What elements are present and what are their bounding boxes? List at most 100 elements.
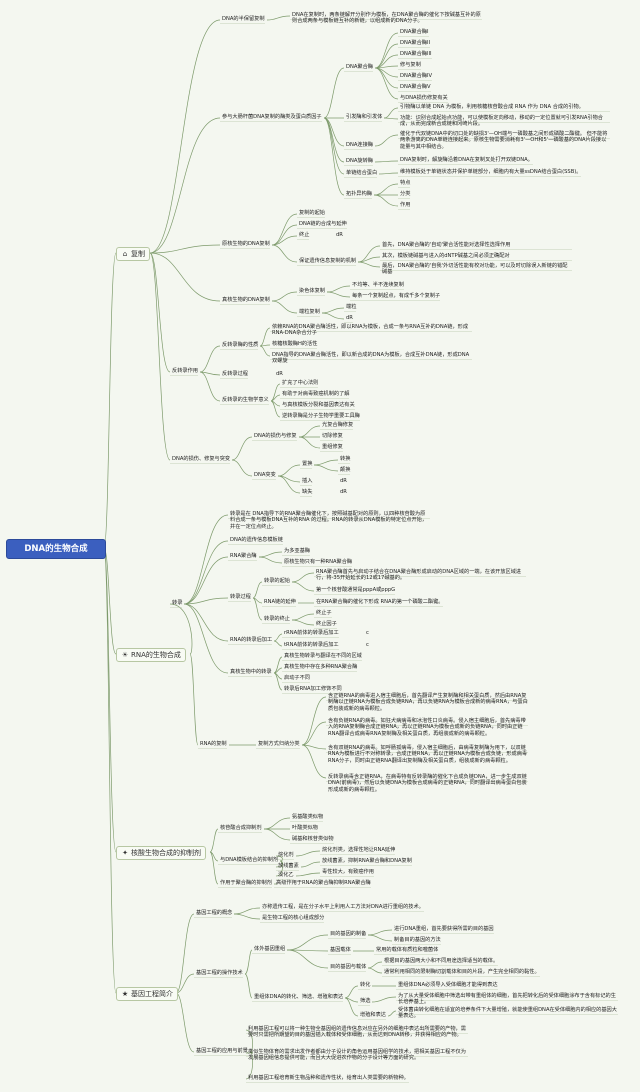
node-n107[interactable]: 毒性较大，有致癌作用 — [322, 869, 374, 875]
node-n88[interactable]: 真核生物中存在多种RNA聚合酶 — [284, 664, 358, 670]
node-n16[interactable]: 催化于代双链DNA中的切口处的缺损3'—OH端与一磷酸基之间形成磷酸二酯键。 但… — [400, 131, 608, 150]
node-n57[interactable]: 重组修复 — [322, 444, 343, 450]
node-n98[interactable]: 氨基酸类似物 — [292, 814, 324, 820]
node-n125[interactable]: 重组体DNA必须导入受体细胞才能得到表达 — [398, 982, 498, 988]
node-n78[interactable]: 转录的终止 — [264, 616, 290, 622]
node-n13[interactable]: 引物酶以单链 DNA 为模板，利用核糖核苷酸合成 RNA 作为 DNA 合成的引… — [400, 104, 584, 110]
branch-rna[interactable]: ☀RNA的生物合成 — [116, 648, 186, 662]
node-n33[interactable]: 最后，DNA聚合酶的'自我'外切活性能有校对功能，可以及时切除误入新链的错配碱基 — [382, 263, 568, 276]
node-n70[interactable]: 为多亚基酶 — [284, 548, 310, 554]
node-n05[interactable]: DNA聚合酶I — [400, 29, 429, 35]
node-n40[interactable]: dR — [346, 315, 353, 321]
node-n116[interactable]: 进行DNA重组，首先要获得所需的目的基因 — [394, 926, 494, 932]
node-n106[interactable]: 溴化乙 — [278, 872, 294, 878]
node-n84[interactable]: tRNA前体的转录后加工 — [284, 642, 339, 648]
node-n01[interactable]: DNA的半保留复制 — [222, 16, 265, 22]
node-n62[interactable]: 插入 — [302, 478, 313, 484]
node-n97[interactable]: 核苷酸合成抑制剂 — [220, 825, 262, 831]
node-n82[interactable]: rRNA前体的转录后加工 — [284, 630, 339, 636]
node-n101[interactable]: 与DNA模板结合的抑制剂 — [220, 857, 279, 863]
node-n117[interactable]: 制备目的基因的方法 — [394, 937, 441, 943]
node-n108[interactable]: 作用于聚合酶的抑制剂 — [220, 880, 272, 886]
node-n110[interactable]: 基因工程的概念 — [196, 910, 233, 916]
node-n18[interactable]: DNA复制时，解旋酶沿着DNA在复制叉处打开双链DNA。 — [400, 157, 533, 163]
node-n91[interactable]: RNA的复制 — [200, 741, 227, 747]
node-n37[interactable]: 每条一个复制起点，有成千多个复制子 — [352, 293, 441, 299]
node-n121[interactable]: 根据目的基因两大小和不同用途选择适当的载体。 — [384, 958, 499, 964]
node-n94[interactable]: 含有负链RNA的病毒。如狂犬病病毒和冰泡性口炎病毒。侵入宿主细胞后，首先病毒带入… — [328, 718, 526, 737]
node-n11[interactable]: 与DNA损伤修复有关 — [400, 95, 448, 101]
node-n85[interactable]: c — [366, 642, 369, 648]
node-n25[interactable]: 原核生物的DNA复制 — [222, 241, 270, 247]
node-n54[interactable]: DNA的损伤与修复 — [254, 433, 297, 439]
node-n14[interactable]: 功能：识别合成起始点功能，可以使模板定向移动，移动的一定位置就可引发RNA引物合… — [400, 115, 603, 128]
node-n103[interactable]: 烷化剂类，选择性地让RNA延伸 — [322, 847, 396, 853]
node-n46[interactable]: 反转录过程 — [222, 371, 248, 377]
node-n69[interactable]: RNA聚合酶 — [230, 553, 257, 559]
node-n38[interactable]: 端粒复制 — [299, 309, 320, 315]
node-n43[interactable]: 依赖RNA的DNA聚合酶活性，即以RNA为模板，合成一条与RNA互补的DNA链，… — [272, 324, 469, 337]
node-n06[interactable]: DNA聚合酶II — [400, 40, 431, 46]
node-n08[interactable]: 修与复制 — [400, 62, 421, 68]
node-n39[interactable]: 端粒 — [346, 304, 357, 310]
node-n122[interactable]: 通常利用相同的限制酶切割载体和目的片段，产生完全相同的黏性。 — [384, 969, 540, 975]
node-n95[interactable]: 含有双链RNA的病毒。如呼肠孤病毒，侵入宿主细胞后，由病毒复制酶为用下，以双链R… — [328, 745, 528, 764]
node-n92[interactable]: 复制方式归纳分类 — [258, 741, 300, 747]
node-n119[interactable]: 常用的载体有质粒和噬菌体 — [376, 947, 439, 953]
node-n56[interactable]: 切除修复 — [322, 433, 343, 439]
branch-gene-engineering[interactable]: ★基因工程简介 — [116, 987, 178, 1001]
node-n120[interactable]: 目的基因与载体 — [330, 964, 367, 970]
node-n65[interactable]: dR — [340, 489, 347, 495]
node-n100[interactable]: 碱基和核苷类似物 — [292, 836, 334, 842]
node-n45[interactable]: DNA指导的DNA聚合酶活性，即以新合成的DNA为模板，合成互补DNA链，形成D… — [272, 352, 470, 365]
node-n105[interactable]: 放线菌素，抑制RNA聚合酶和DNA复制 — [322, 858, 412, 864]
node-n09[interactable]: DNA聚合酶IV — [400, 73, 433, 79]
node-n123[interactable]: 重组体DNA的转化、筛选、增殖和表达 — [254, 994, 344, 1000]
node-n89[interactable]: 启动子不同 — [284, 675, 310, 681]
node-n55[interactable]: 光复合酶修复 — [322, 422, 354, 428]
node-n79[interactable]: 终止子 — [316, 610, 332, 616]
node-n109[interactable]: 高级作用于RNA的聚合酶抑制RNA聚合酶 — [276, 880, 371, 886]
node-n60[interactable]: 转换 — [340, 456, 351, 462]
node-n28[interactable]: 终止 — [299, 232, 310, 238]
node-n113[interactable]: 基因工程的操作技术 — [196, 970, 243, 976]
node-n102[interactable]: 烷化剂 — [278, 852, 294, 858]
node-n72[interactable]: 转录过程 — [230, 594, 251, 600]
node-n131[interactable]: 利用基因工程可以将一种生物全基因组的遗传信息对应在另外的细胞中表达出所需要的产物… — [248, 1026, 466, 1039]
node-n22[interactable]: 特点 — [400, 180, 411, 186]
node-n99[interactable]: 叶酸类似物 — [292, 825, 318, 831]
node-n83[interactable]: c — [366, 630, 369, 636]
node-n10[interactable]: DNA聚合酶V — [400, 84, 431, 90]
node-n58[interactable]: DNA突变 — [254, 472, 276, 478]
node-n19[interactable]: 单链结合蛋白 — [346, 170, 378, 176]
node-n71[interactable]: 原核生物只有一种RNA聚合酶 — [284, 559, 353, 565]
root-node[interactable]: DNA的生物合成 — [6, 539, 106, 559]
node-n74[interactable]: RNA聚合酶首先与启动子结合在DNA聚合酶形成启动的DNA区域的一端，在该开放区… — [316, 569, 522, 582]
node-n04[interactable]: DNA聚合酶 — [346, 64, 373, 70]
node-n114[interactable]: 体外基因重组 — [254, 946, 286, 952]
node-n12[interactable]: 引发酶和引发体 — [346, 114, 383, 120]
node-n27[interactable]: DNA链的合成与延伸 — [299, 221, 347, 227]
node-n63[interactable]: dR — [340, 478, 347, 484]
node-n42[interactable]: 反转录酶的性质 — [222, 342, 259, 348]
node-n29[interactable]: dR — [336, 232, 343, 238]
node-n73[interactable]: 转录的起始 — [264, 578, 290, 584]
node-n128[interactable]: 增殖和表达 — [360, 1012, 386, 1018]
node-n31[interactable]: 首先，DNA聚合酶的'自动'聚合活性能对选择性选择作用 — [382, 242, 511, 248]
node-n51[interactable]: 与真核模板分裂和基因表达有关 — [282, 402, 355, 408]
node-n64[interactable]: 缺失 — [302, 489, 313, 495]
node-n124[interactable]: 转化 — [360, 982, 371, 988]
node-n112[interactable]: 是生物工程的核心组成部分 — [262, 915, 325, 921]
node-n03[interactable]: 参与大肠杆菌DNA复制的酶类及蛋白质因子 — [222, 114, 322, 120]
node-n02[interactable]: DNA在复制时，两条链解开分别作为模板，在DNA聚合酶的催化下按碱基互补的原则合… — [292, 12, 481, 25]
node-n87[interactable]: 真核生物转录与翻译在不同的区域 — [284, 653, 362, 659]
node-n77[interactable]: 在RNA聚合酶的催化下形成 RNA的第一个磷酸二酯键。 — [316, 599, 444, 605]
node-n126[interactable]: 筛选 — [360, 998, 371, 1004]
node-n76[interactable]: RNA链的延伸 — [264, 599, 296, 605]
node-n104[interactable]: 放线菌素 — [278, 863, 299, 869]
node-n24[interactable]: 作用 — [400, 202, 411, 208]
node-n133[interactable]: 利用基因工程培育新生物品种和遗传性状，给育出人类需要的新物种。 — [248, 1075, 409, 1081]
branch-fuzhi[interactable]: ⌂复制 — [116, 247, 150, 261]
node-n50[interactable]: 有助于对病毒致癌机制的了解 — [282, 391, 350, 397]
node-n115[interactable]: 目的基因的制备 — [330, 931, 367, 937]
